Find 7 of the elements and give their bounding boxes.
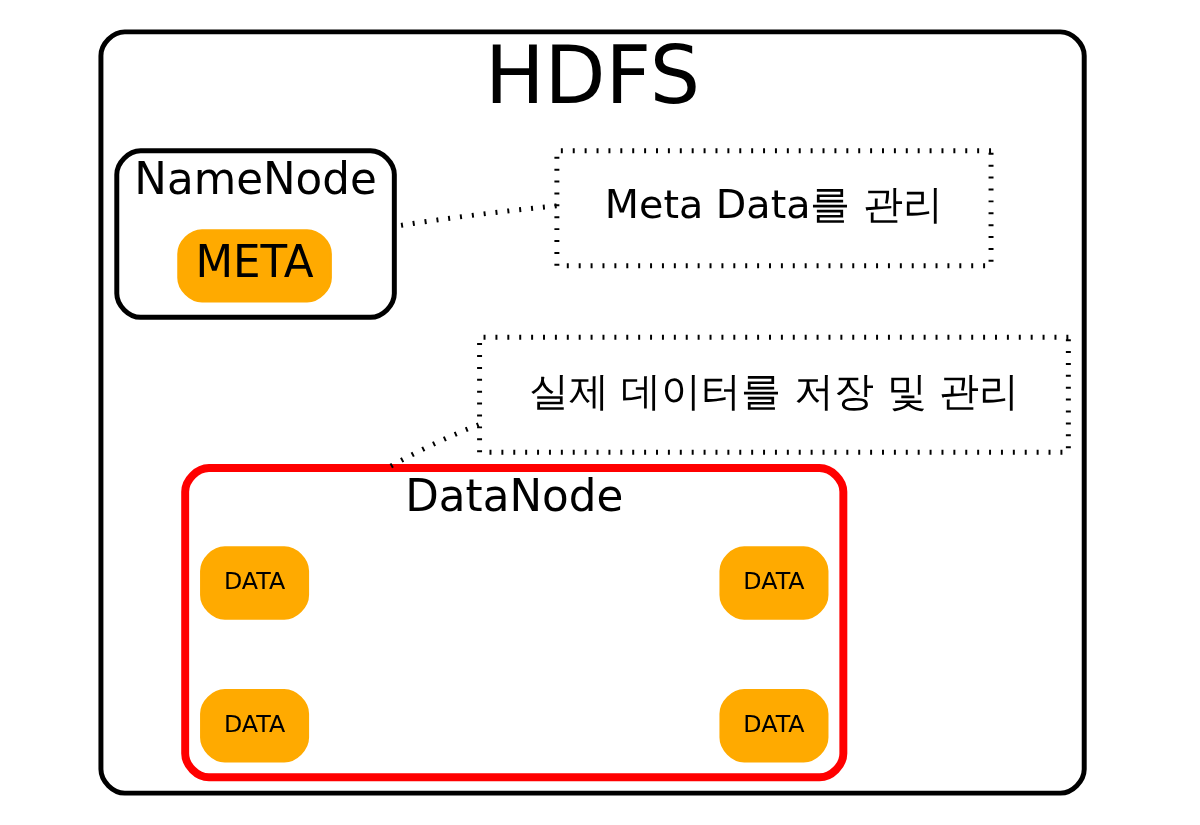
node-box: DATA <box>718 546 828 620</box>
node-box: 실제 데이터를 저장 및 관리 <box>476 334 1071 455</box>
node-box: META <box>176 229 332 303</box>
node-box: Meta Data를 관리 <box>553 148 993 269</box>
node-box: DATA <box>718 689 828 763</box>
node-box: DATA <box>199 546 309 620</box>
node-box: DATA <box>199 689 309 763</box>
